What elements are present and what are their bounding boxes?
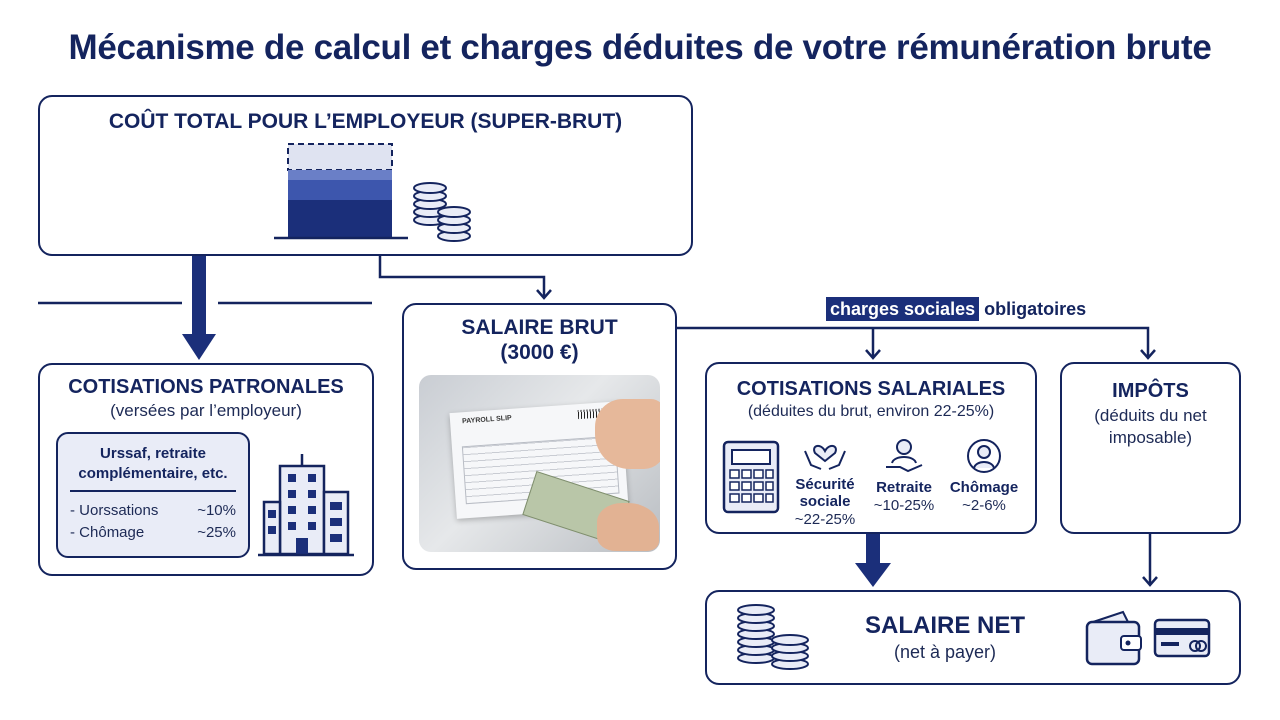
charges-label: charges sociales obligatoires: [826, 299, 1086, 320]
thick-arrow-head-right: [855, 563, 891, 587]
building-icon: [258, 452, 354, 558]
person-circle-icon: [965, 437, 1003, 475]
page-title: Mécanisme de calcul et charges déduites …: [0, 28, 1280, 68]
employee-item-0-label: Sécurité sociale: [785, 476, 865, 510]
employee-contrib-title: COTISATIONS SALARIALES: [705, 378, 1037, 401]
charges-rest: obligatoires: [984, 299, 1086, 319]
detail-item-1-value: ~25%: [180, 524, 236, 541]
employer-cost-title: COÛT TOTAL POUR L’EMPLOYEUR (SUPER-BRUT): [38, 110, 693, 134]
employer-detail-title: Urssaf, retraite complémentaire, etc.: [66, 444, 240, 484]
detail-item-1-label: - Chômage: [70, 524, 144, 541]
stacked-bar-icon: [272, 140, 412, 242]
hand-shape: [595, 399, 660, 469]
gross-salary-amount: (3000 €): [402, 341, 677, 365]
thick-arrow-shaft-right: [866, 533, 880, 567]
coins-icon: [410, 180, 476, 246]
net-salary-subtitle: (net à payer): [820, 642, 1070, 663]
detail-item-0-value: ~10%: [180, 502, 236, 519]
net-salary-title: SALAIRE NET: [820, 612, 1070, 640]
employee-item-0-value: ~22-25%: [785, 511, 865, 528]
calculator-icon: [722, 440, 780, 514]
thick-arrow-shaft-left: [192, 256, 206, 338]
employee-item-2-label: Chômage: [944, 479, 1024, 496]
payslip-title: PAYROLL SLIP: [462, 415, 512, 425]
wallet-icon: [1083, 608, 1145, 668]
taxes-subtitle: (déduits du net imposable): [1075, 405, 1226, 449]
taxes-title: IMPÔTS: [1060, 380, 1241, 403]
detail-item-0-label: - Uorssations: [70, 502, 158, 519]
coins-stack-icon: [734, 600, 812, 672]
thick-arrow-head-left: [182, 334, 216, 360]
employer-contrib-subtitle: (versées par l’employeur): [38, 401, 374, 421]
employee-item-1-value: ~10-25%: [864, 497, 944, 514]
employee-item-1-label: Retraite: [864, 479, 944, 496]
heart-hands-icon: [803, 437, 847, 473]
credit-card-icon: [1153, 618, 1211, 658]
charges-highlight: charges sociales: [826, 297, 979, 321]
hand-shape-2: [597, 503, 659, 551]
person-hand-icon: [884, 437, 924, 473]
payslip-photo: PAYROLL SLIP: [419, 375, 660, 552]
detail-divider: [70, 490, 236, 492]
gross-salary-title: SALAIRE BRUT: [402, 316, 677, 340]
employer-contrib-title: COTISATIONS PATRONALES: [38, 376, 374, 399]
employee-contrib-subtitle: (déduites du brut, environ 22-25%): [705, 403, 1037, 421]
employee-item-2-value: ~2-6%: [944, 497, 1024, 514]
